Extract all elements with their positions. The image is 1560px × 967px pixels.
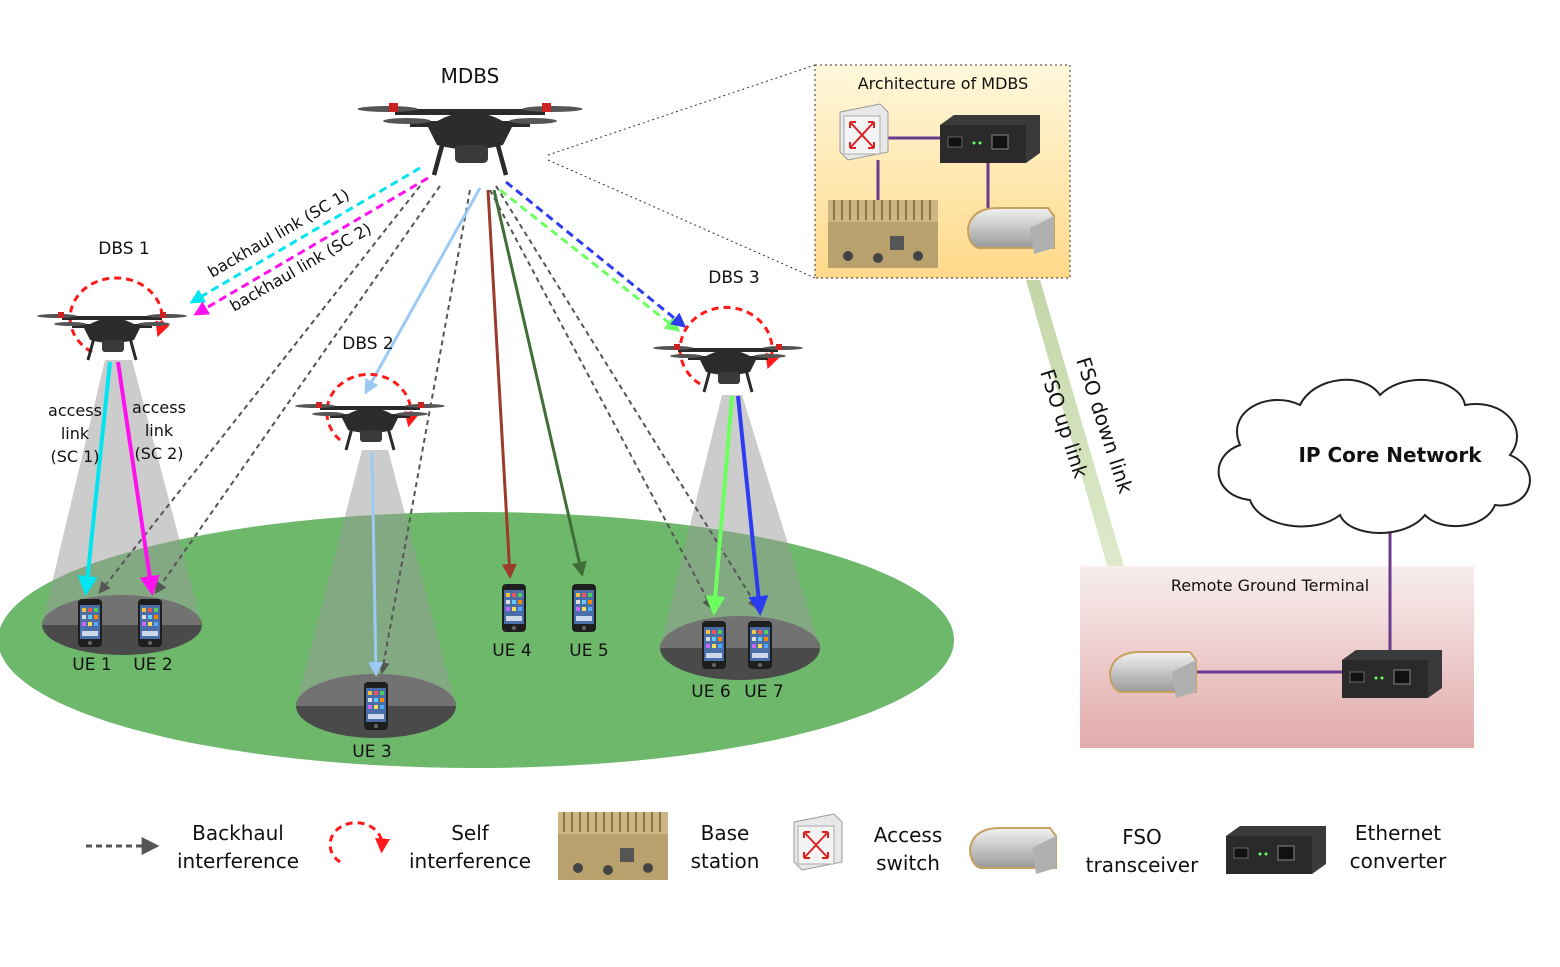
svg-text:(SC 1): (SC 1) [50, 447, 99, 466]
backhaul-interference-5 [495, 185, 760, 611]
ethernet-converter-icon [939, 114, 1041, 164]
legend-base-station-icon [557, 811, 669, 881]
backhaul-link-dbs2 [364, 187, 482, 395]
coverage-cone-dbs1 [42, 360, 202, 625]
backhaul-interference-2 [154, 185, 441, 594]
ue3-phone [364, 682, 388, 730]
ue7-phone [748, 621, 772, 669]
legend-bs-line1: Base [701, 821, 750, 845]
access-link-sc2 [116, 361, 160, 596]
ue2-phone [138, 599, 162, 647]
base-station-icon [827, 199, 939, 269]
ue1-phone [78, 599, 102, 647]
mdbs-label: MDBS [441, 64, 500, 88]
access-link-sc1 [77, 361, 112, 596]
access-sc2-label: access link (SC 2) [132, 398, 186, 463]
ue7-label: UE 7 [744, 682, 783, 702]
architecture-title: Architecture of MDBS [858, 74, 1029, 93]
access-switch-icon [839, 103, 889, 161]
legend-backhaul-line2: interference [177, 849, 299, 873]
dbs2-label: DBS 2 [342, 334, 393, 354]
legend-self-line1: Self [451, 821, 490, 845]
self-interference-dbs3 [678, 305, 780, 386]
ue2-label: UE 2 [133, 655, 172, 675]
legend-switch-line2: switch [876, 851, 940, 875]
legend-eth-line2: converter [1350, 849, 1447, 873]
dbs3-drone [651, 342, 805, 394]
direct-link-ue5 [492, 189, 587, 577]
ue5-label: UE 5 [569, 641, 608, 661]
access-link-dbs3-green [705, 395, 734, 616]
ue1-label: UE 1 [72, 655, 111, 675]
ue6-label: UE 6 [691, 682, 730, 702]
legend-backhaul-line1: Backhaul [192, 821, 284, 845]
legend-self-line2: interference [409, 849, 531, 873]
svg-text:access: access [132, 398, 186, 417]
fso-beam [1026, 280, 1150, 660]
legend-access-switch-icon [793, 813, 843, 871]
ip-core-network-label: IP Core Network [1298, 443, 1482, 467]
backhaul-link-dbs3-green [499, 188, 681, 332]
legend-fso-line1: FSO [1122, 825, 1162, 849]
ue3-label: UE 3 [352, 742, 391, 762]
dbs2-drone [293, 400, 447, 452]
svg-text:link: link [61, 424, 90, 443]
svg-text:access: access [48, 401, 102, 420]
backhaul-link-dbs3-blue [505, 180, 687, 328]
direct-link-ue4 [486, 189, 517, 579]
remote-ground-terminal: Remote Ground Terminal [1080, 524, 1474, 748]
access-link-dbs2 [368, 451, 384, 677]
svg-text:link: link [145, 421, 174, 440]
legend-fso-line2: transceiver [1086, 853, 1199, 877]
access-link-dbs3-blue [736, 395, 769, 616]
backhaul-interference-4 [489, 189, 714, 611]
legend-ethernet-converter-icon [1225, 825, 1327, 875]
access-sc1-label: access link (SC 1) [48, 401, 102, 466]
ue6-phone [702, 621, 726, 669]
mdbs-drone [358, 103, 583, 175]
ground-ethernet-converter [1341, 649, 1443, 699]
coverage-cone-dbs2 [296, 450, 456, 706]
architecture-panel: Architecture of MDBS [547, 64, 1071, 279]
dbs3-label: DBS 3 [708, 268, 759, 288]
legend-bs-line2: station [691, 849, 760, 873]
backhaul-link-sc2 [193, 176, 429, 316]
svg-text:(SC 2): (SC 2) [134, 444, 183, 463]
backhaul-interference-3 [377, 189, 471, 675]
links [77, 166, 769, 677]
self-interference-icon [328, 821, 390, 864]
ue4-label: UE 4 [492, 641, 531, 661]
legend-switch-line1: Access [874, 823, 942, 847]
self-interference-dbs1 [68, 276, 170, 354]
ue5-phone [572, 584, 596, 632]
ground-terminal-label: Remote Ground Terminal [1171, 576, 1369, 595]
dbs1-drone [35, 310, 189, 362]
ground-fso-transceiver [1109, 651, 1197, 699]
backhaul-link-sc1 [189, 166, 421, 304]
ip-core-network-cloud: IP Core Network [1217, 378, 1531, 534]
fso-transceiver-icon [967, 207, 1055, 255]
legend: Backhaul interference Self interference … [86, 811, 1447, 881]
dbs1-label: DBS 1 [98, 239, 149, 259]
ue4-phone [502, 584, 526, 632]
coverage-cone-dbs3 [660, 395, 820, 648]
legend-fso-transceiver-icon [969, 827, 1057, 875]
legend-eth-line1: Ethernet [1355, 821, 1441, 845]
